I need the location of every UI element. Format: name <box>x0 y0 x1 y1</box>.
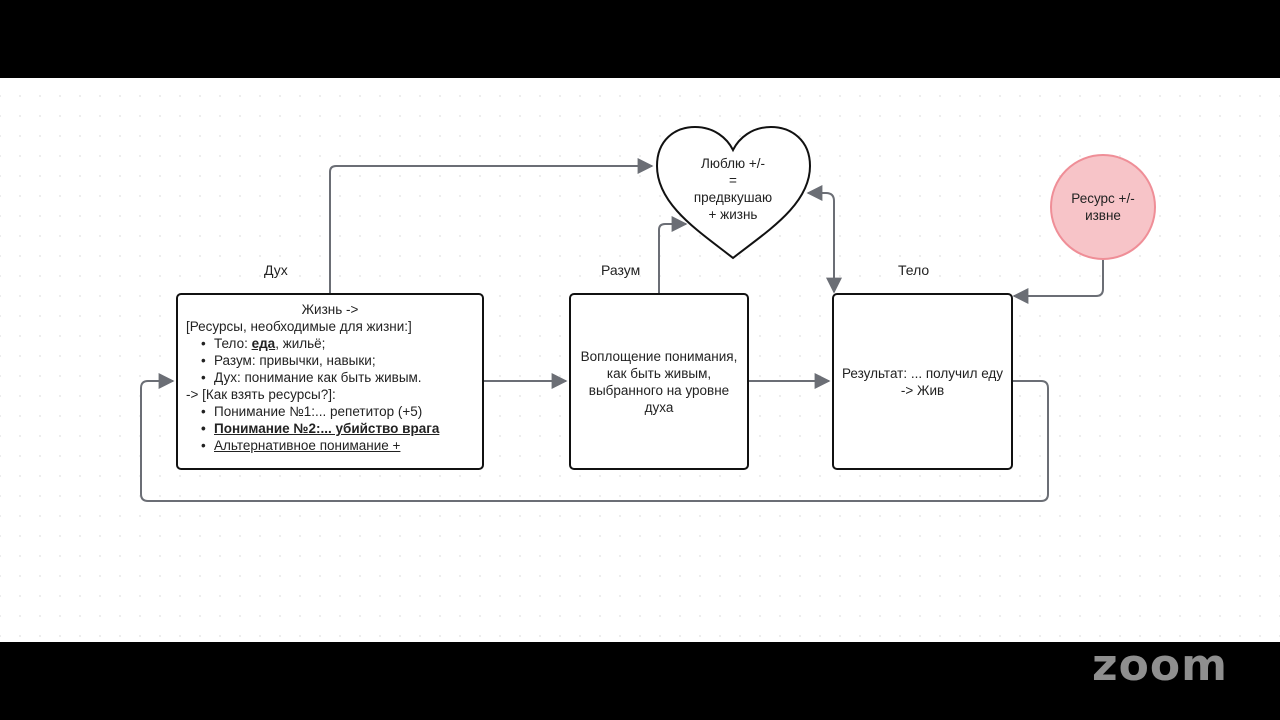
resource-circle-text: Ресурс +/- извне <box>1071 191 1135 223</box>
result-text: Результат: ... получил еду -> Жив <box>841 365 1004 398</box>
result-box[interactable]: Результат: ... получил еду -> Жив <box>832 293 1013 470</box>
list-item: Тело: еда, жильё; <box>186 335 474 352</box>
resource-circle[interactable]: Ресурс +/- извне <box>1050 154 1156 260</box>
resources-list: Тело: еда, жильё; Разум: привычки, навык… <box>186 335 474 386</box>
life-heading: Жизнь -> <box>301 302 359 317</box>
list-item: Разум: привычки, навыки; <box>186 352 474 369</box>
heart-text[interactable]: Люблю +/- = предвкушаю + жизнь <box>673 155 793 223</box>
list-item: Понимание №2:... убийство врага <box>186 420 474 437</box>
heart-line-3: предвкушаю <box>693 190 773 205</box>
list-item: Понимание №1:... репетитор (+5) <box>186 403 474 420</box>
label-spirit: Дух <box>264 262 288 278</box>
food-emphasis: еда <box>251 336 276 351</box>
embodiment-text: Воплощение понимания, как быть живым, вы… <box>580 348 738 415</box>
heart-line-4: + жизнь <box>708 207 758 222</box>
label-body: Тело <box>898 262 930 278</box>
zoom-logo: zoom <box>1092 640 1228 691</box>
understandings-list: Понимание №1:... репетитор (+5) Понимани… <box>186 403 474 454</box>
label-mind: Разум <box>601 262 641 278</box>
resources-line: [Ресурсы, необходимые для жизни:] <box>186 319 412 334</box>
list-item: Альтернативное понимание + <box>186 437 474 454</box>
embodiment-box[interactable]: Воплощение понимания, как быть живым, вы… <box>569 293 749 470</box>
list-item: Дух: понимание как быть живым. <box>186 369 474 386</box>
heart-line-2: = <box>729 173 737 188</box>
how-line: -> [Как взять ресурсы?]: <box>186 387 336 402</box>
life-resources-box[interactable]: Жизнь -> [Ресурсы, необходимые для жизни… <box>176 293 484 470</box>
heart-line-1: Люблю +/- <box>701 156 765 171</box>
